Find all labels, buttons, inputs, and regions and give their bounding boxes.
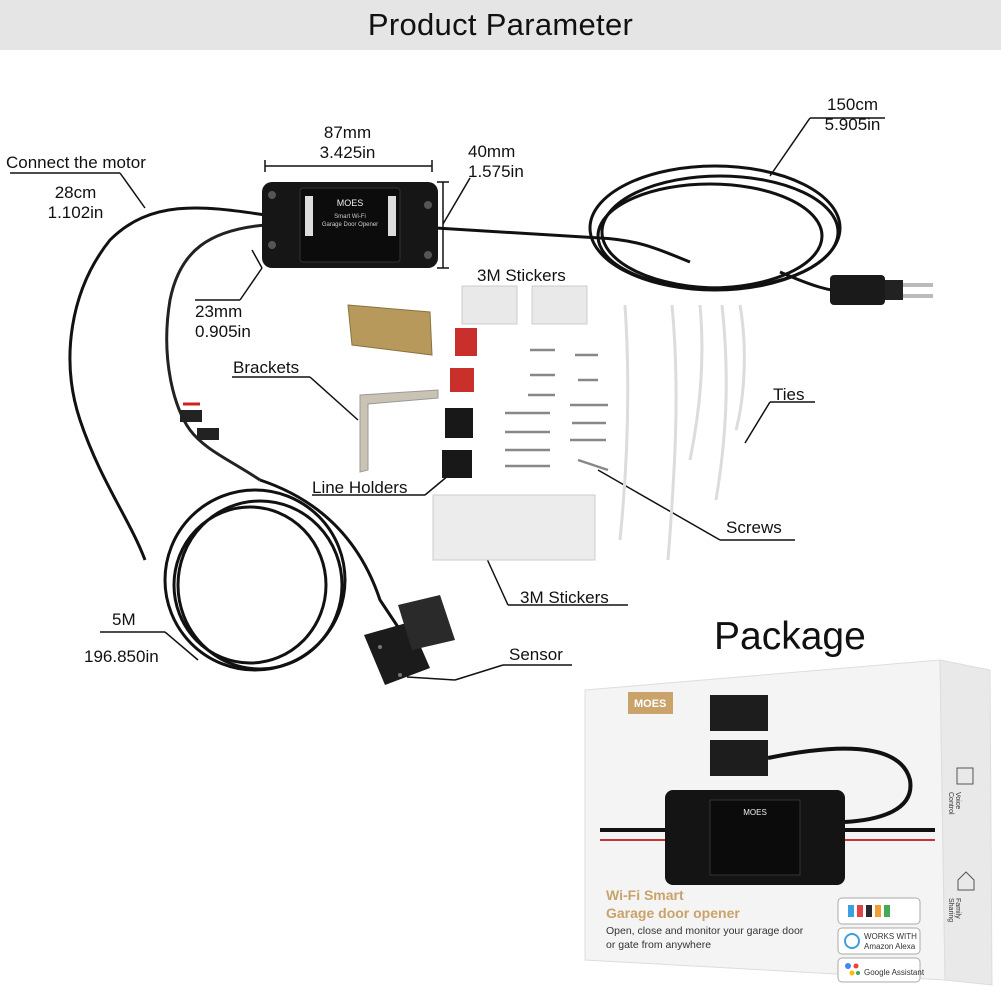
power-plug bbox=[830, 275, 933, 305]
label-brackets: Brackets bbox=[233, 358, 300, 377]
sensor-cable bbox=[163, 478, 402, 672]
connector bbox=[180, 402, 219, 440]
motor-cable-length: 28cm 1.102in bbox=[38, 183, 113, 223]
power-in: 5.905in bbox=[824, 115, 881, 134]
screws bbox=[505, 348, 609, 472]
brackets bbox=[347, 304, 439, 473]
width-mm: 87mm bbox=[323, 123, 372, 142]
depth-dimension: 23mm 0.905in bbox=[195, 302, 251, 342]
page-title: Product Parameter bbox=[367, 7, 634, 42]
label-stickers-bottom: 3M Stickers bbox=[520, 588, 609, 607]
badge-google: Google Assistant bbox=[864, 968, 925, 977]
depth-mm: 23mm bbox=[195, 302, 243, 321]
device-brand: MOES bbox=[337, 198, 364, 208]
large-sticker bbox=[432, 494, 596, 561]
device-body: MOES Smart Wi-Fi Garage Door Opener bbox=[262, 182, 438, 268]
box-product-line2: Garage door opener bbox=[606, 905, 740, 921]
motor-in: 1.102in bbox=[47, 203, 104, 222]
alexa-icon bbox=[844, 933, 860, 949]
motor-title: Connect the motor bbox=[6, 153, 146, 172]
power-cm: 150cm bbox=[826, 95, 879, 114]
line-holders bbox=[442, 328, 477, 478]
voice-control-icon bbox=[956, 767, 974, 785]
label-line-holders: Line Holders bbox=[312, 478, 408, 497]
label-screws: Screws bbox=[726, 518, 782, 537]
height-mm: 40mm bbox=[468, 142, 516, 161]
motor-cm: 28cm bbox=[54, 183, 97, 202]
box-desc-line2: or gate from anywhere bbox=[606, 939, 712, 951]
sensor-magnets bbox=[364, 595, 455, 685]
side-family-sharing: Family Sharing bbox=[947, 898, 961, 923]
badge-alexa: Amazon Alexa bbox=[864, 942, 916, 951]
box-product-line1: Wi-Fi Smart bbox=[606, 887, 684, 903]
height-dimension: 40mm 1.575in bbox=[468, 142, 524, 182]
power-cable-length: 150cm 5.905in bbox=[815, 95, 890, 135]
small-stickers bbox=[461, 285, 588, 325]
label-sensor: Sensor bbox=[509, 645, 563, 664]
badge-works-with: WORKS WITH bbox=[864, 932, 917, 941]
google-assistant-icon bbox=[845, 963, 860, 976]
ties bbox=[618, 304, 746, 561]
sensor-length-m: 5M bbox=[112, 610, 136, 629]
package-title: Package bbox=[714, 615, 866, 658]
side-voice-control: Voice Control bbox=[947, 792, 961, 815]
ifttt-logo bbox=[848, 905, 890, 917]
device-line1: Smart Wi-Fi bbox=[334, 214, 366, 220]
width-dimension: 87mm 3.425in bbox=[305, 123, 390, 163]
depth-in: 0.905in bbox=[195, 322, 251, 341]
box-desc-line1: Open, close and monitor your garage door bbox=[606, 925, 804, 937]
device-line2: Garage Door Opener bbox=[322, 222, 378, 228]
box-device-brand: MOES bbox=[743, 808, 767, 817]
height-in: 1.575in bbox=[468, 162, 524, 181]
label-ties: Ties bbox=[773, 385, 805, 404]
box-brand: MOES bbox=[634, 698, 667, 710]
width-in: 3.425in bbox=[319, 143, 376, 162]
label-stickers-top: 3M Stickers bbox=[477, 266, 566, 285]
dimension-lines bbox=[10, 117, 885, 681]
sensor-length-in: 196.850in bbox=[84, 647, 159, 666]
package-box: MOES bbox=[584, 659, 993, 986]
power-cable bbox=[435, 164, 851, 294]
family-sharing-icon bbox=[957, 871, 975, 891]
header-bar: Product Parameter bbox=[0, 0, 1001, 50]
motor-wires bbox=[68, 206, 266, 561]
